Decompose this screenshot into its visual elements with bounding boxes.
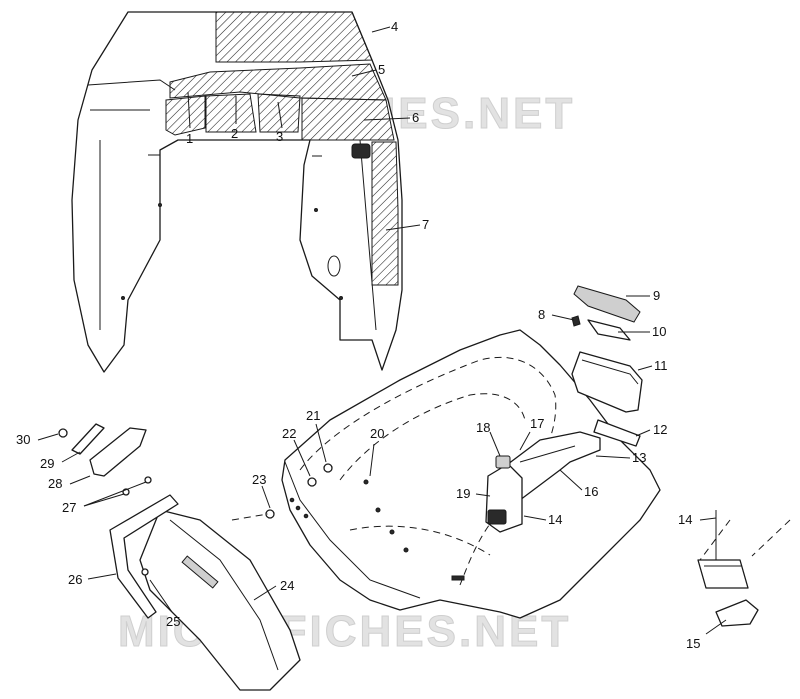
hood-assembly (71, 11, 403, 373)
callout-2: 2 (231, 126, 238, 141)
callout-12: 12 (653, 422, 667, 437)
callout-19: 19 (456, 486, 470, 501)
callout-7: 7 (422, 217, 429, 232)
callout-23: 23 (252, 472, 266, 487)
part-10 (587, 319, 631, 341)
callout-8: 8 (538, 307, 545, 322)
callout-4: 4 (391, 19, 398, 34)
hinge-14b (697, 559, 749, 589)
bumper-24 (139, 509, 301, 691)
decal-3 (257, 93, 301, 133)
callout-18: 18 (476, 420, 490, 435)
callout-26: 26 (68, 572, 82, 587)
part-11 (571, 351, 643, 413)
nut-21 (323, 463, 333, 473)
callout-9: 9 (653, 288, 660, 303)
hood-slot (351, 143, 371, 159)
callout-29: 29 (40, 456, 54, 471)
callout-27: 27 (62, 500, 76, 515)
callout-15: 15 (686, 636, 700, 651)
callout-17: 17 (530, 416, 544, 431)
nut-23 (265, 509, 275, 519)
bracket-28 (89, 427, 147, 477)
callout-10: 10 (652, 324, 666, 339)
callout-24: 24 (280, 578, 294, 593)
callout-1: 1 (186, 131, 193, 146)
decal-2 (205, 93, 257, 133)
screw-25 (141, 568, 149, 576)
callout-13: 13 (632, 450, 646, 465)
callout-21: 21 (306, 408, 320, 423)
part-12 (593, 419, 641, 447)
decal-4 (215, 11, 373, 63)
callout-30: 30 (16, 432, 30, 447)
decal-1 (165, 95, 206, 136)
callout-16: 16 (584, 484, 598, 499)
screw-27b (144, 476, 152, 484)
callout-numbers: 1 2 3 4 5 6 7 8 9 10 11 12 13 14 14 15 1… (16, 19, 700, 651)
callout-14-right: 14 (678, 512, 692, 527)
bar-26 (109, 494, 179, 619)
callout-5: 5 (378, 62, 385, 77)
callout-3: 3 (276, 129, 283, 144)
callout-20: 20 (370, 426, 384, 441)
lower-right-parts (697, 510, 791, 627)
decal-7 (371, 141, 399, 286)
panel-19 (487, 509, 507, 525)
leader-lines (37, 26, 727, 635)
hidden-outline-3 (349, 525, 491, 556)
callout-6: 6 (412, 110, 419, 125)
callout-14: 14 (548, 512, 562, 527)
belly-pan (281, 329, 661, 619)
callout-25: 25 (166, 614, 180, 629)
part-9 (573, 285, 641, 323)
part-8 (571, 315, 581, 327)
callout-22: 22 (282, 426, 296, 441)
clip-29 (71, 423, 105, 455)
screw-30 (58, 428, 68, 438)
decal-6 (301, 97, 395, 141)
upper-right-parts (571, 285, 643, 447)
callout-11: 11 (654, 358, 668, 373)
button-18 (495, 455, 511, 469)
console-assembly (485, 431, 601, 533)
hidden-outline-2 (339, 393, 526, 481)
bumper-assembly (58, 423, 333, 691)
callout-28: 28 (48, 476, 62, 491)
nut-22 (307, 477, 317, 487)
